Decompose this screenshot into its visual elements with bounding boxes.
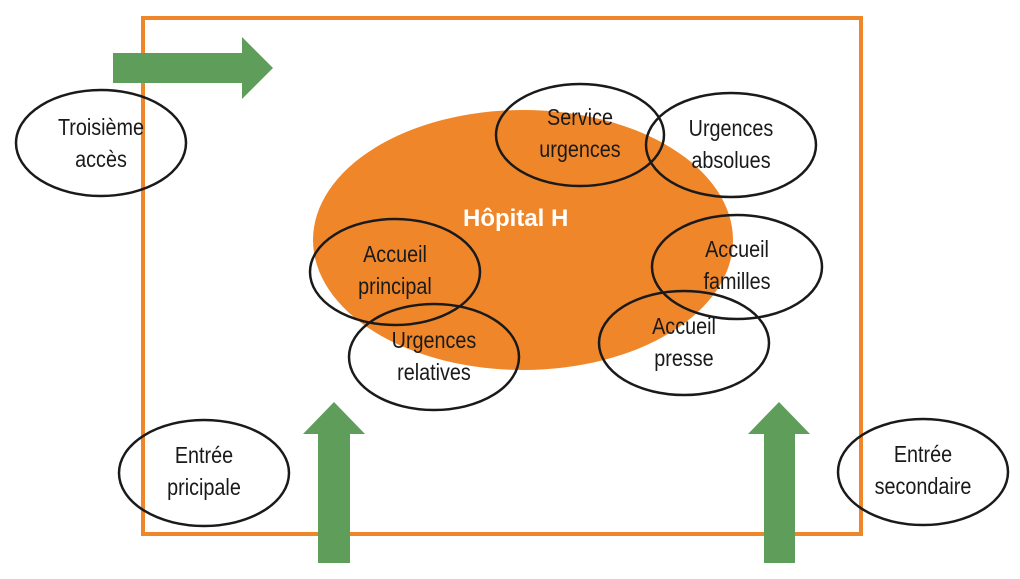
hospital-title: Hôpital H xyxy=(463,205,569,232)
arrow-up-right-icon xyxy=(748,402,810,563)
node-accueil-principal xyxy=(308,217,482,327)
node-troisieme-acces xyxy=(14,88,188,198)
site-boundary xyxy=(141,16,863,536)
node-accueil-familles xyxy=(650,213,824,321)
arrow-right-icon xyxy=(113,37,273,99)
node-urgences-absolues xyxy=(644,91,818,199)
arrow-up-left-icon xyxy=(303,402,365,563)
node-service-urgences xyxy=(494,82,666,188)
node-entree-principale xyxy=(117,418,291,528)
node-entree-secondaire xyxy=(836,417,1010,527)
node-accueil-presse xyxy=(597,289,771,397)
node-urgences-relatives xyxy=(347,302,521,412)
